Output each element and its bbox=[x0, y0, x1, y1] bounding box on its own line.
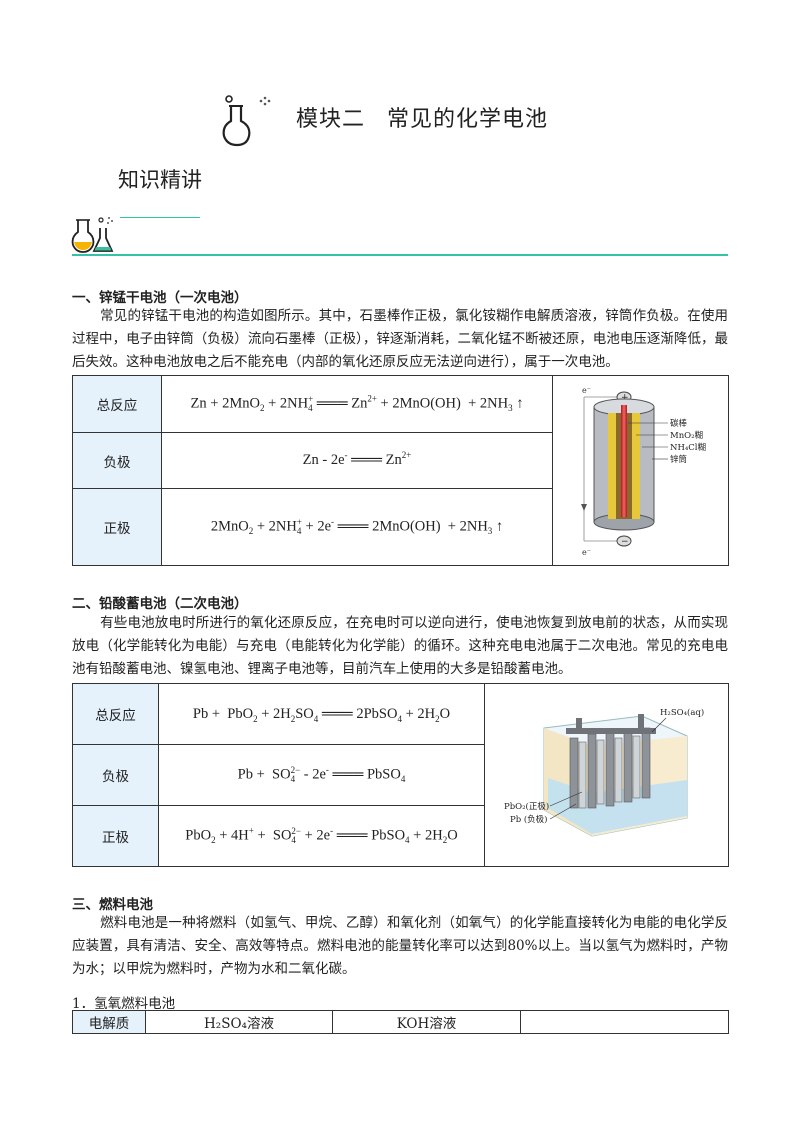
lab-flasks-icon bbox=[71, 217, 114, 253]
zinc-manganese-table: 总反应 Zn + 2MnO2 + 2NH+4 ═══ Zn2+ + 2MnO(O… bbox=[72, 375, 729, 566]
label-zinc-can: 锌筒 bbox=[670, 454, 687, 465]
flask-icon bbox=[222, 95, 271, 147]
svg-text:+: + bbox=[621, 393, 629, 403]
equation-total: Zn + 2MnO2 + 2NH+4 ═══ Zn2+ + 2MnO(OH) +… bbox=[161, 375, 553, 433]
label-carbon-rod: 碳棒 bbox=[670, 418, 688, 429]
svg-text:−: − bbox=[621, 537, 629, 547]
page-title: 模块二常见的化学电池 bbox=[296, 107, 549, 132]
section3-heading: 三、燃料电池 bbox=[72, 897, 153, 913]
lead-acid-diagram: H₂SO₄(aq) PbO₂(正极) Pb (负极) bbox=[504, 707, 704, 837]
lead-acid-table: 总反应 Pb + PbO2 + 2H2SO4 ═══ 2PbSO4 + 2H2O bbox=[72, 683, 729, 867]
header-h2so4: H₂SO₄溶液 bbox=[145, 1010, 333, 1034]
section-divider bbox=[72, 254, 728, 256]
row-label-positive: 正极 bbox=[72, 805, 159, 867]
section-title: 知识精讲 bbox=[118, 168, 202, 192]
svg-text:e⁻: e⁻ bbox=[582, 386, 591, 395]
svg-text:e⁻: e⁻ bbox=[582, 548, 591, 557]
section2-paragraph: 有些电池放电时所进行的氧化还原反应，在充电时可以逆向进行，使电池恢复到放电前的状… bbox=[72, 615, 728, 677]
label-pb: Pb (负极) bbox=[510, 814, 548, 825]
header-koh: KOH溶液 bbox=[332, 1010, 521, 1034]
row-label-total: 总反应 bbox=[72, 683, 159, 745]
header-empty bbox=[520, 1010, 729, 1034]
accent-line bbox=[120, 217, 200, 218]
subsection-item: 1．氢氧燃料电池 bbox=[72, 996, 176, 1012]
equation-negative: Zn - 2e- ═══ Zn2+ bbox=[161, 432, 553, 489]
section2-heading: 二、铅酸蓄电池（二次电池） bbox=[72, 596, 248, 612]
row-label-positive: 正极 bbox=[72, 488, 162, 566]
dry-cell-figure: e⁻ + − e⁻ 碳棒 bbox=[552, 375, 729, 566]
label-mno2: MnO₂糊 bbox=[670, 430, 703, 441]
header-electrolyte: 电解质 bbox=[72, 1010, 146, 1034]
equation-negative: Pb + SO2−4 - 2e- ═══ PbSO4 bbox=[158, 744, 485, 806]
dry-cell-diagram: e⁻ + − e⁻ 碳棒 bbox=[580, 386, 706, 557]
label-nh4cl: NH₄Cl糊 bbox=[670, 442, 706, 453]
lead-acid-figure: H₂SO₄(aq) PbO₂(正极) Pb (负极) bbox=[484, 683, 729, 867]
label-h2so4: H₂SO₄(aq) bbox=[660, 707, 704, 718]
section1-paragraph: 常见的锌锰干电池的构造如图所示。其中，石墨棒作正极，氯化铵糊作电解质溶液，锌筒作… bbox=[72, 308, 728, 370]
section3-paragraph: 燃料电池是一种将燃料（如氢气、甲烷、乙醇）和氧化剂（如氧气）的化学能直接转化为电… bbox=[72, 915, 728, 977]
row-label-negative: 负极 bbox=[72, 432, 162, 489]
row-label-negative: 负极 bbox=[72, 744, 159, 806]
equation-total: Pb + PbO2 + 2H2SO4 ═══ 2PbSO4 + 2H2O bbox=[158, 683, 485, 745]
section1-heading: 一、锌锰干电池（一次电池） bbox=[72, 290, 248, 306]
equation-positive: 2MnO2 + 2NH+4 + 2e- ═══ 2MnO(OH) + 2NH3 … bbox=[161, 488, 553, 566]
fuel-cell-table: 电解质 H₂SO₄溶液 KOH溶液 bbox=[72, 1010, 729, 1034]
row-label-total: 总反应 bbox=[72, 375, 162, 433]
label-pbo2: PbO₂(正极) bbox=[504, 801, 549, 812]
equation-positive: PbO2 + 4H+ + SO2−4 + 2e- ═══ PbSO4 + 2H2… bbox=[158, 805, 485, 867]
